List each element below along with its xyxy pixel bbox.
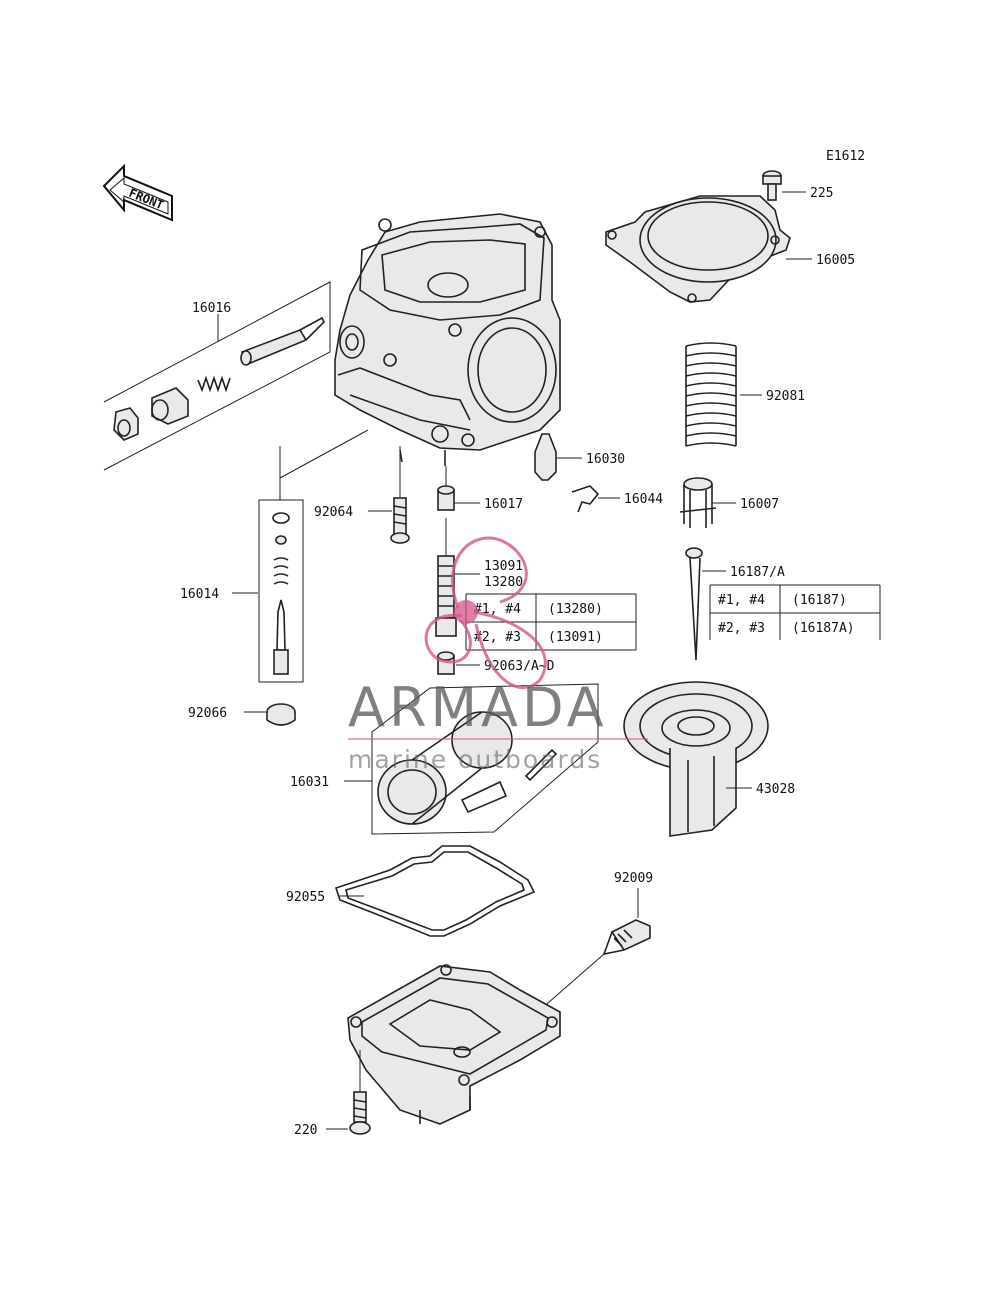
front-arrow-icon: FRONT: [102, 163, 173, 222]
pilot-screw-group-16016: [103, 281, 331, 471]
needle-table-part-1: (16187): [792, 593, 847, 608]
screw-92064: [368, 446, 410, 544]
diagram-code: E1612: [826, 149, 865, 164]
clip-16044: [571, 485, 620, 513]
screw-225: [762, 170, 806, 201]
screw-220: [326, 1050, 371, 1135]
holder-16007: [679, 477, 736, 528]
label-16044: 16044: [624, 492, 663, 507]
gasket-92055: [334, 845, 536, 937]
needle-jet-holder-16017: [437, 466, 480, 511]
label-92009: 92009: [614, 871, 653, 886]
label-225: 225: [810, 186, 833, 201]
needle-16187: [685, 547, 726, 661]
top-cover-16005: [605, 195, 812, 303]
needle-table-cyl-1: #1, #4: [718, 593, 765, 608]
float-assembly-16031: [344, 683, 599, 835]
needle-table: #1, #4 (16187) #2, #3 (16187A): [709, 584, 881, 640]
pilot-screw-set-16014: [232, 429, 369, 683]
needle-table-part-2: (16187A): [792, 621, 855, 636]
label-92055: 92055: [286, 890, 325, 905]
watermark-tagline: marine outboards: [348, 745, 602, 774]
label-220: 220: [294, 1123, 317, 1138]
label-13280: 13280: [484, 575, 523, 590]
jet-table-cyl-2: #2, #3: [474, 630, 521, 645]
label-16005: 16005: [816, 253, 855, 268]
label-16007: 16007: [740, 497, 779, 512]
spring-92081: [685, 342, 762, 447]
main-jet-92063: [437, 651, 480, 675]
drain-screw-92009: [539, 888, 651, 1011]
label-16016: 16016: [192, 301, 231, 316]
cap-92066: [244, 703, 296, 726]
label-16031: 16031: [290, 775, 329, 790]
label-43028: 43028: [756, 782, 795, 797]
label-16187a: 16187/A: [730, 565, 785, 580]
carburetor-body: [334, 213, 561, 466]
armada-logo-watermark: ARMADA marine outboards: [348, 536, 648, 774]
propeller-icon: [424, 536, 547, 690]
label-92081: 92081: [766, 389, 805, 404]
label-92066: 92066: [188, 706, 227, 721]
label-16014: 16014: [180, 587, 219, 602]
label-13091: 13091: [484, 559, 523, 574]
vacuum-piston-43028: [623, 681, 769, 837]
needle-table-cyl-2: #2, #3: [718, 621, 765, 636]
watermark-brand: ARMADA: [348, 676, 608, 739]
jet-table: #1, #4 (13280) #2, #3 (13091): [465, 593, 637, 651]
float-valve-16030: [534, 433, 582, 481]
label-16017: 16017: [484, 497, 523, 512]
label-92064: 92064: [314, 505, 353, 520]
float-bowl: [347, 964, 561, 1125]
label-16030: 16030: [586, 452, 625, 467]
jet-table-part-1: (13280): [548, 602, 603, 617]
jet-table-part-2: (13091): [548, 630, 603, 645]
label-92063: 92063/A~D: [484, 659, 555, 674]
